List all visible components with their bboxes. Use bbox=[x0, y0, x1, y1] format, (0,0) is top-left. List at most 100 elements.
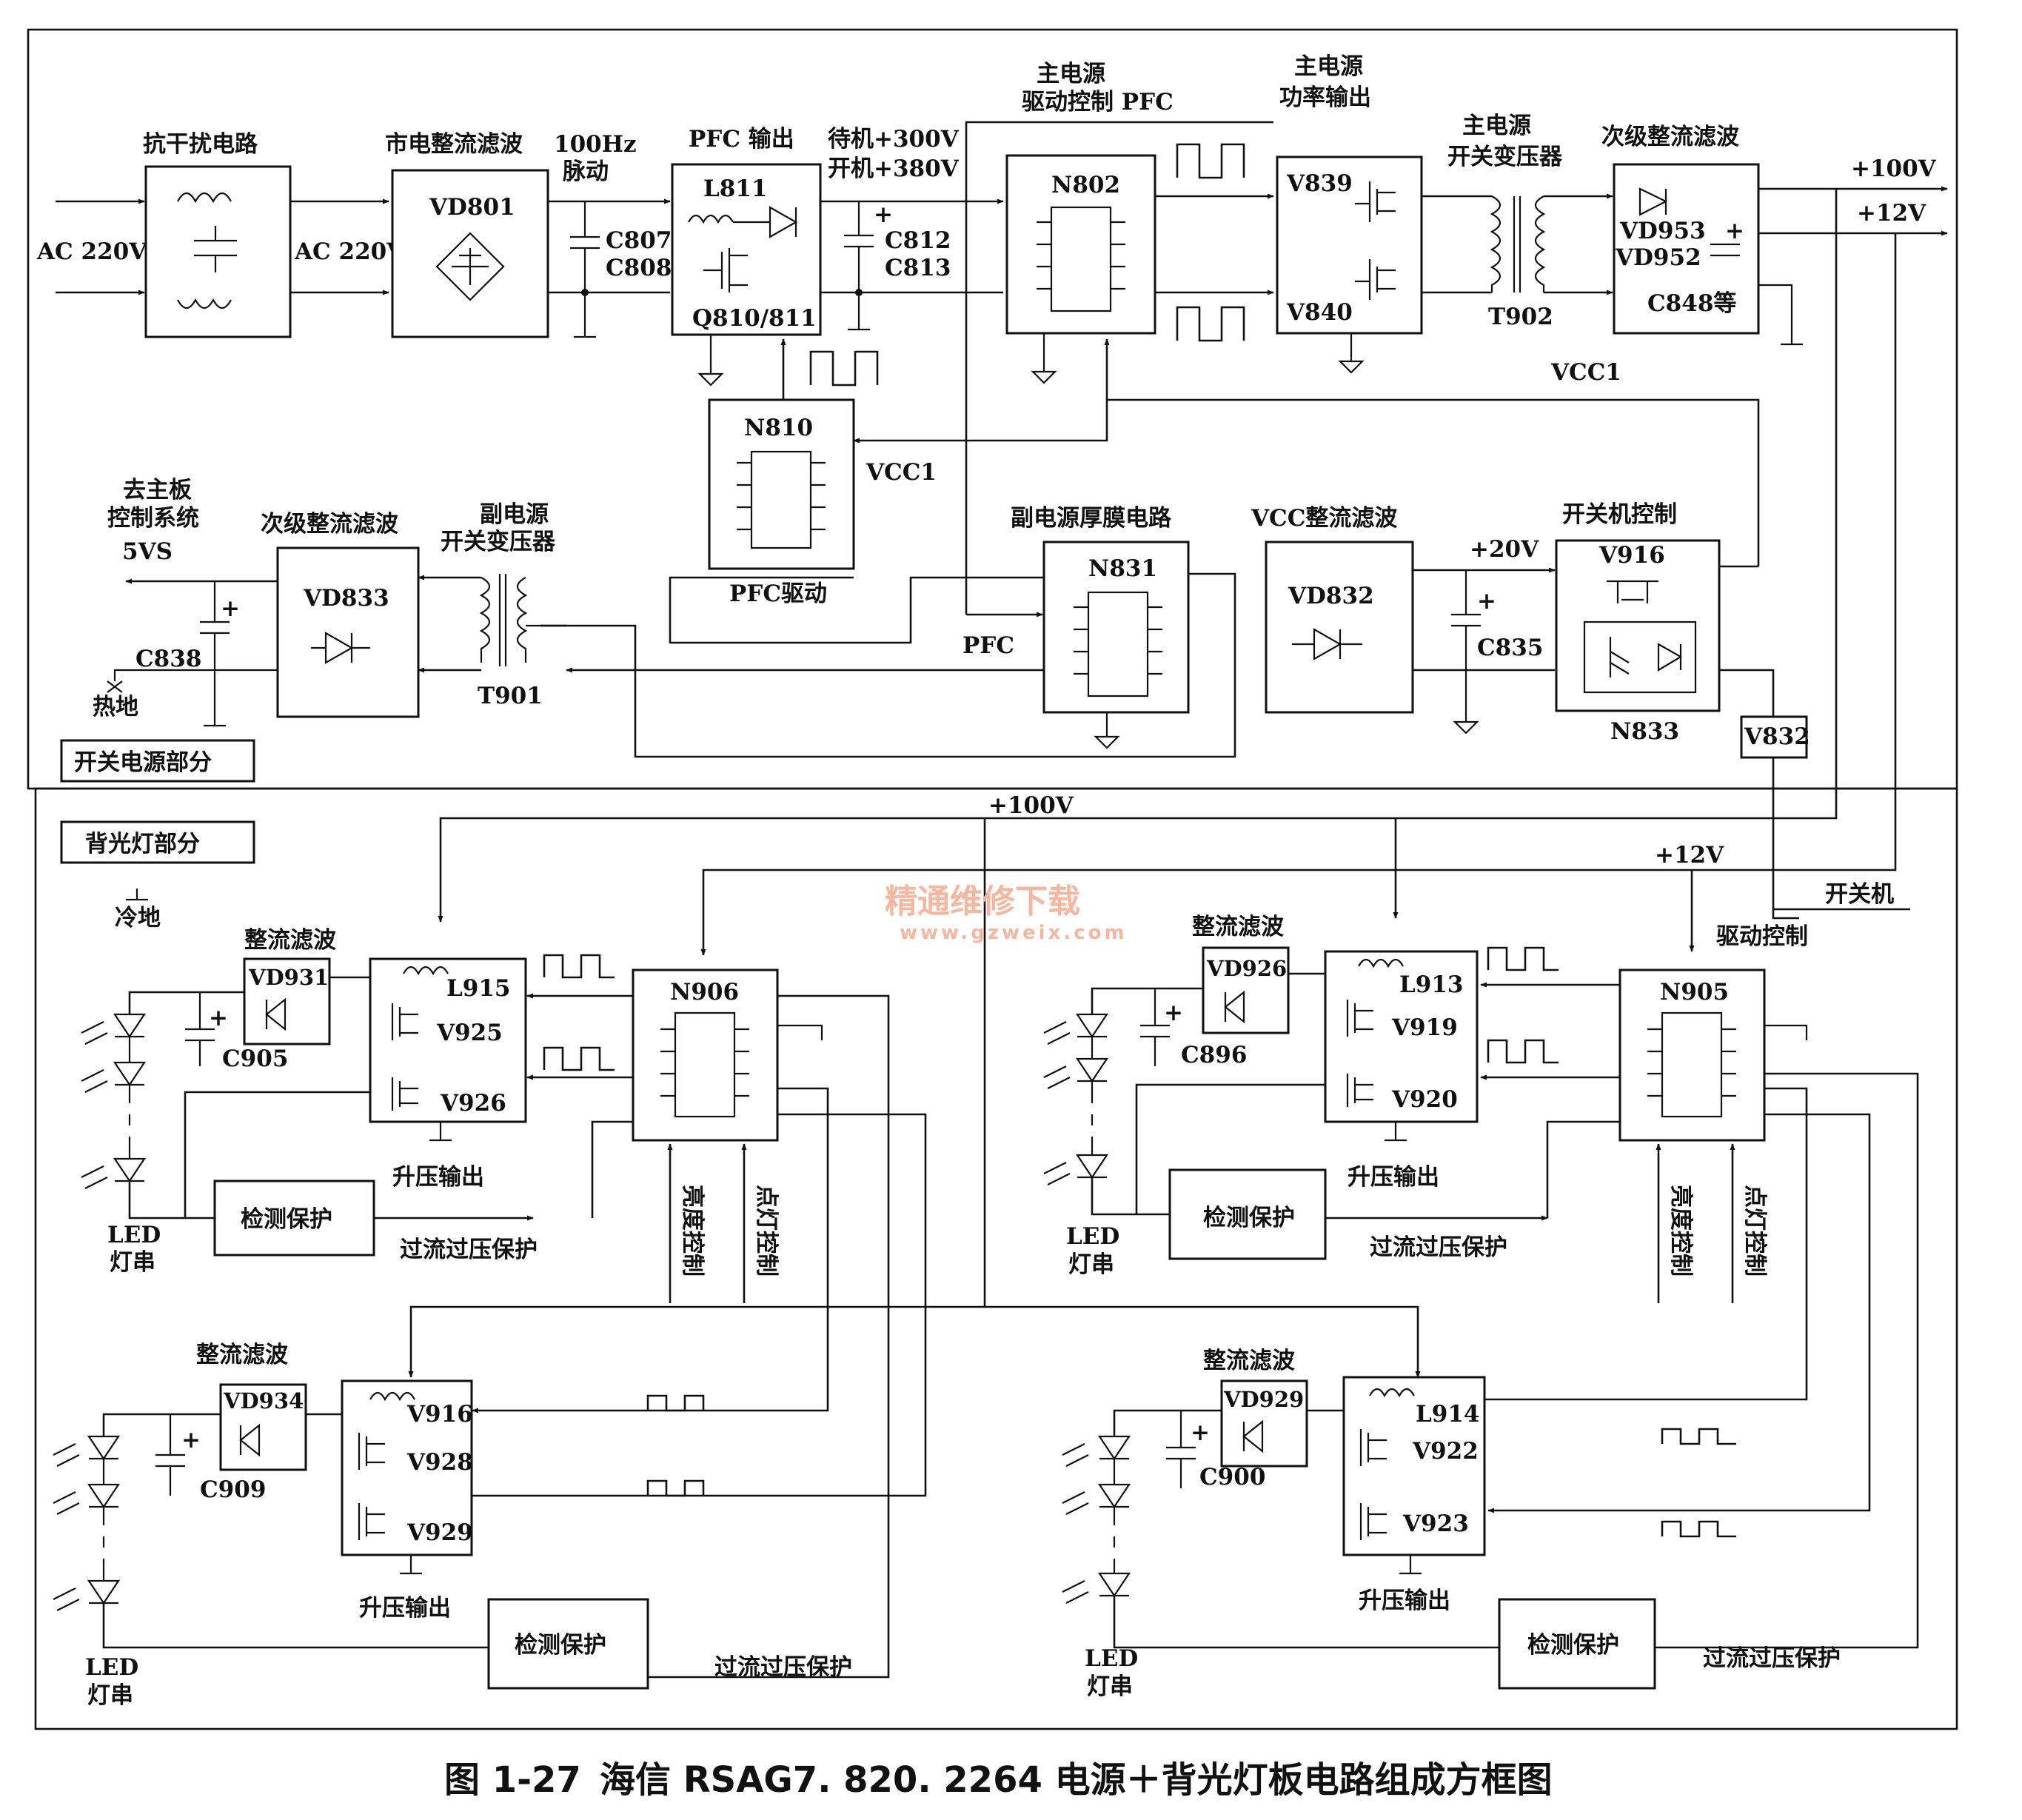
lr-detect-block bbox=[1498, 1598, 1656, 1690]
l811-label: L811 bbox=[703, 175, 768, 202]
c835-label: C835 bbox=[1477, 635, 1543, 661]
n831-block bbox=[1042, 541, 1190, 714]
bl-v12-label: +12V bbox=[1655, 842, 1724, 869]
lr-led2-label: 灯串 bbox=[1087, 1673, 1133, 1700]
ul-led2-label: 灯串 bbox=[110, 1249, 155, 1276]
c812-label: C812 bbox=[885, 227, 951, 254]
n905-block bbox=[1618, 968, 1766, 1142]
main-ctrl-line1: 主电源 bbox=[1037, 61, 1105, 87]
aux-rect-title: 次级整流滤波 bbox=[261, 511, 398, 538]
vd801-label: VD801 bbox=[429, 194, 515, 221]
ul-ocp-label: 过流过压保护 bbox=[400, 1237, 538, 1263]
ac-in-label: AC 220V bbox=[36, 238, 147, 265]
thick-pfc-label: PFC bbox=[963, 632, 1014, 659]
ul-boost-block bbox=[369, 957, 527, 1123]
ul-rect-title: 整流滤波 bbox=[244, 927, 336, 954]
vd833-label: VD833 bbox=[303, 585, 389, 612]
n802-block bbox=[1005, 154, 1156, 335]
vd832-block bbox=[1265, 541, 1414, 714]
bl-drive-ctrl-label: 驱动控制 bbox=[1716, 923, 1808, 950]
figure-title: 海信 RSAG7. 820. 2264 电源＋背光灯板电路组成方框图 bbox=[600, 1759, 1553, 1801]
pulse-line2: 脉动 bbox=[563, 158, 609, 185]
sec-rect-block bbox=[1613, 163, 1760, 335]
pfc-drive-label: PFC驱动 bbox=[729, 581, 827, 607]
lr-vd-block bbox=[1220, 1379, 1308, 1468]
ur-led1-label: LED bbox=[1066, 1223, 1119, 1250]
svg-text:+: + bbox=[1725, 218, 1744, 244]
ur-cap-label: C896 bbox=[1181, 1042, 1247, 1068]
t901-label: T901 bbox=[478, 683, 543, 709]
ll-boost-block bbox=[341, 1379, 473, 1556]
ll-rect-title: 整流滤波 bbox=[196, 1342, 288, 1368]
bl-onoff-label: 开关机 bbox=[1825, 881, 1894, 908]
bl-v100-label: +100V bbox=[988, 792, 1074, 819]
v839-label: V839 bbox=[1286, 170, 1353, 197]
main-out-line1: 主电源 bbox=[1294, 53, 1363, 80]
power-section-label: 开关电源部分 bbox=[74, 749, 212, 776]
n833-block bbox=[1555, 539, 1721, 712]
vcc1-b-label: VCC1 bbox=[1550, 359, 1621, 386]
main-out-line2: 功率输出 bbox=[1279, 84, 1371, 111]
ul-detect-label: 检测保护 bbox=[241, 1206, 332, 1233]
pfc-title: PFC 输出 bbox=[689, 126, 794, 153]
ur-l-label: L913 bbox=[1399, 971, 1464, 998]
ul-vd-block bbox=[243, 957, 331, 1046]
vd952-label: VD952 bbox=[1615, 244, 1701, 271]
vd833-block bbox=[276, 546, 420, 718]
n802-label: N802 bbox=[1051, 172, 1120, 198]
ll-detect-block bbox=[487, 1598, 649, 1690]
power-section-tag bbox=[60, 739, 255, 783]
mainboard-line2: 控制系统 bbox=[107, 505, 199, 532]
backlight-section-label: 背光灯部分 bbox=[85, 831, 200, 857]
hot-ground-label: 热地 bbox=[93, 694, 138, 720]
ur-detect-block bbox=[1168, 1168, 1327, 1260]
ll-cap-label: C909 bbox=[200, 1476, 266, 1503]
main-out-block bbox=[1276, 155, 1423, 335]
ur-vd-label: VD926 bbox=[1206, 956, 1287, 981]
ur-boost-block bbox=[1324, 950, 1479, 1123]
ur-led2-label: 灯串 bbox=[1068, 1251, 1114, 1278]
ll-ocp-label: 过流过压保护 bbox=[714, 1654, 852, 1681]
n906-label: N906 bbox=[670, 979, 739, 1006]
figure-number: 图 1-27 bbox=[444, 1759, 581, 1801]
aux-xfmr-line2: 开关变压器 bbox=[441, 529, 556, 555]
svg-text:+: + bbox=[1191, 1419, 1210, 1446]
c807-label: C807 bbox=[606, 227, 672, 254]
svg-text:+: + bbox=[181, 1427, 201, 1453]
vcc-rect-title: VCC整流滤波 bbox=[1251, 505, 1397, 532]
ll-led2-label: 灯串 bbox=[87, 1682, 133, 1709]
svg-text:+: + bbox=[874, 201, 893, 228]
c813-label: C813 bbox=[885, 255, 951, 281]
ll-va-label: V916 bbox=[406, 1401, 473, 1428]
ll-detect-label: 检测保护 bbox=[515, 1632, 606, 1659]
n905-label: N905 bbox=[1660, 979, 1729, 1006]
vd953-label: VD953 bbox=[1619, 218, 1706, 244]
v20-label: +20V bbox=[1470, 536, 1539, 563]
n833-label: N833 bbox=[1610, 718, 1679, 745]
lr-boost-block bbox=[1342, 1376, 1486, 1556]
n905-lamp-label: 点灯控制 bbox=[1741, 1185, 1768, 1277]
ll-led1-label: LED bbox=[85, 1654, 138, 1681]
standby-label: 待机+300V bbox=[828, 126, 960, 153]
lr-detect-label: 检测保护 bbox=[1527, 1632, 1619, 1659]
lr-cap-label: C900 bbox=[1199, 1464, 1265, 1491]
thick-title: 副电源厚膜电路 bbox=[1011, 505, 1172, 532]
out12-label: +12V bbox=[1857, 200, 1926, 227]
main-xfmr-line2: 开关变压器 bbox=[1447, 144, 1563, 170]
lr-ocp-label: 过流过压保护 bbox=[1703, 1645, 1841, 1672]
n906-brightness-label: 亮度控制 bbox=[679, 1185, 706, 1277]
out100-label: +100V bbox=[1851, 155, 1937, 182]
emi-title: 抗干扰电路 bbox=[143, 131, 258, 158]
main-ctrl-line2: 驱动控制 PFC bbox=[1022, 89, 1174, 116]
sec-rect-title: 次级整流滤波 bbox=[1601, 124, 1739, 150]
v916-label: V916 bbox=[1598, 542, 1665, 569]
c808-label: C808 bbox=[606, 255, 672, 281]
ur-rect-title: 整流滤波 bbox=[1192, 914, 1284, 940]
t902-label: T902 bbox=[1488, 304, 1553, 330]
ur-vd-block bbox=[1202, 946, 1290, 1034]
ul-vd-label: VD931 bbox=[248, 965, 329, 990]
watermark-cn: 精通维修下载 bbox=[885, 883, 1080, 920]
main-xfmr-line1: 主电源 bbox=[1462, 113, 1531, 139]
ul-led1-label: LED bbox=[107, 1222, 161, 1248]
